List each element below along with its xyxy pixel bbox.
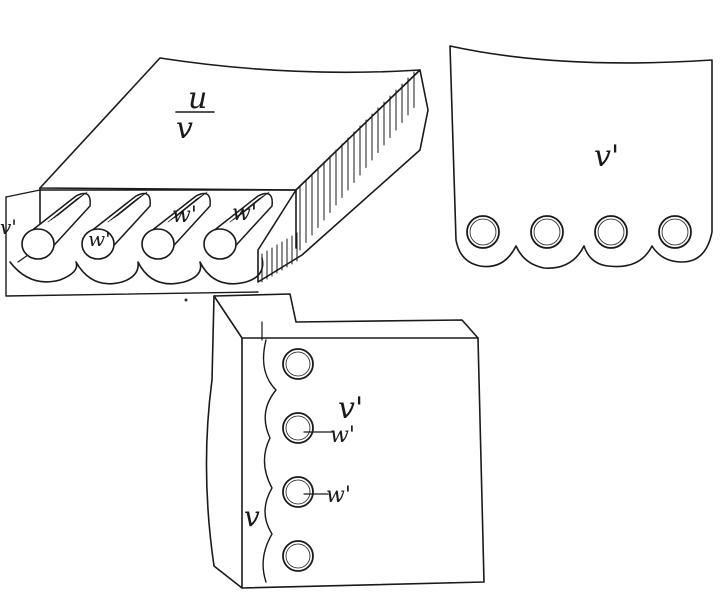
figure-block-front: v' w' w' v	[205, 293, 485, 589]
cylinder-end	[21, 228, 55, 260]
block-hole-inner	[285, 415, 311, 441]
block-hole-inner	[285, 543, 311, 569]
cylinder	[81, 191, 151, 260]
label-u: u	[188, 81, 207, 116]
label-v-prime-front: v'	[338, 391, 363, 426]
cylinder-end	[141, 228, 175, 260]
cylinder-shading	[116, 191, 148, 217]
block-hole	[282, 412, 314, 444]
cylinder	[203, 191, 273, 260]
label-v-prime: v'	[594, 139, 619, 174]
plate-hole-inner	[661, 218, 689, 246]
block-hole	[282, 540, 314, 572]
label-v-prime-edge: v'	[0, 215, 17, 239]
plate-hole-inner	[533, 218, 561, 246]
cylinder-end	[81, 228, 115, 260]
plate-hole-inner	[597, 218, 625, 246]
block-hole	[282, 348, 314, 380]
cylinder-shading	[56, 191, 88, 217]
cylinders	[21, 191, 273, 260]
block-hole-inner	[285, 479, 311, 505]
block-hole-inner	[285, 351, 311, 377]
label-w-prime-2: w'	[172, 203, 197, 228]
label-w-prime-3: w'	[232, 201, 257, 226]
figure-perspective-block: u v v' w' w' w'	[0, 57, 429, 297]
plate-hole	[530, 215, 564, 249]
cylinder-shading	[176, 191, 208, 217]
plate-hole	[658, 215, 692, 249]
plate-hole	[594, 215, 628, 249]
label-v: v	[176, 111, 193, 146]
plate-holes	[466, 215, 692, 249]
plate-hole-inner	[469, 218, 497, 246]
figure-flat-plate: v'	[449, 45, 713, 269]
label-w-prime-front-1: w'	[330, 423, 355, 448]
plate-hole	[466, 215, 500, 249]
cylinder-shading	[238, 191, 270, 217]
cylinder	[141, 191, 211, 260]
label-w-prime-front-2: w'	[326, 483, 351, 508]
speck	[184, 298, 188, 302]
label-w-prime-1: w'	[88, 227, 111, 251]
block-hole	[282, 476, 314, 508]
block-holes	[282, 348, 314, 572]
cylinder-end	[203, 228, 237, 260]
side-hatching	[261, 71, 415, 283]
label-v-front: v	[244, 500, 260, 533]
cylinder	[21, 191, 91, 260]
